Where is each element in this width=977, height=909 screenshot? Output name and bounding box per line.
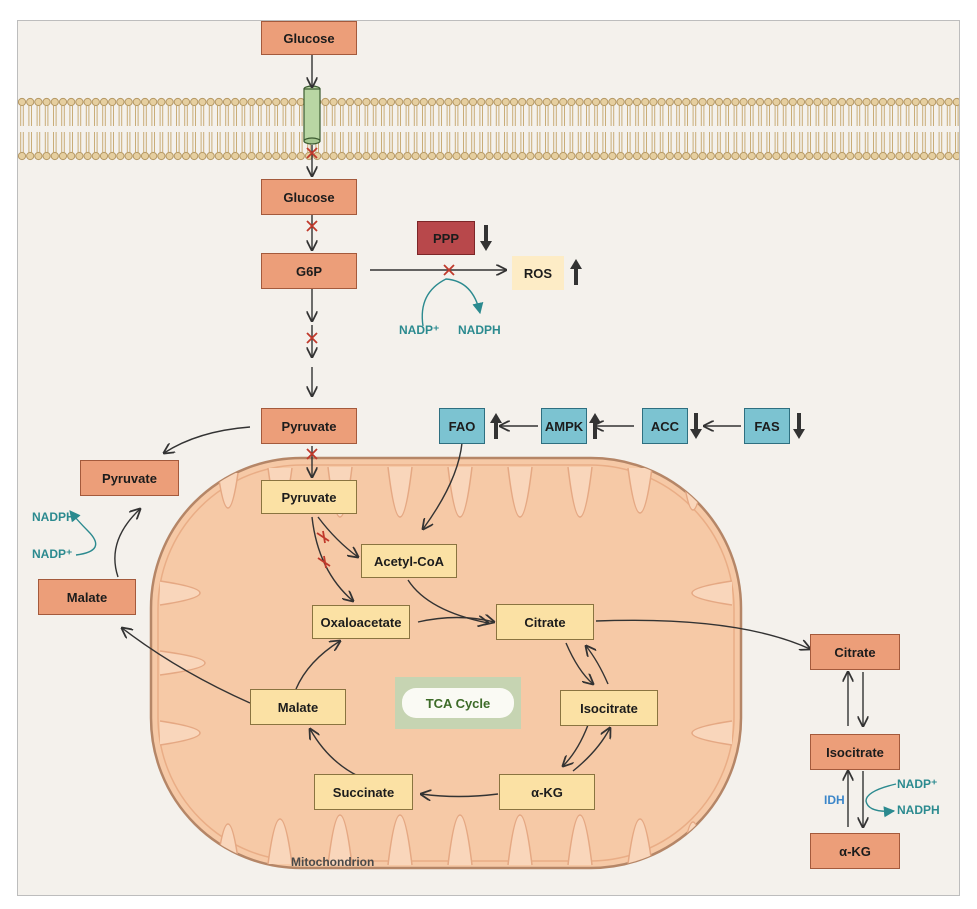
ampk: AMPK: [541, 408, 587, 444]
fas: FAS: [744, 408, 790, 444]
ppp: PPP: [417, 221, 475, 255]
citrate-mito: Citrate: [496, 604, 594, 640]
ppp-down-arrow: [480, 225, 492, 251]
oxaloacetate: Oxaloacetate: [312, 605, 410, 639]
tca-cycle-label: TCA Cycle: [395, 677, 521, 729]
pyruvate-cytosol: Pyruvate: [261, 408, 357, 444]
g6p: G6P: [261, 253, 357, 289]
tca-cycle-text: TCA Cycle: [402, 688, 514, 718]
nadph-label-left: NADPH: [32, 510, 75, 524]
acc-down-arrow: [690, 413, 702, 439]
citrate-cytosol: Citrate: [810, 634, 900, 670]
nadph-label-ppp: NADPH: [458, 323, 501, 337]
nadp-label-left: NADP⁺: [32, 547, 73, 561]
isocitrate-cytosol: Isocitrate: [810, 734, 900, 770]
phospholipid-bilayer: [18, 97, 959, 161]
ros: ROS: [512, 256, 564, 290]
fas-down-arrow: [793, 413, 805, 439]
akg-cytosol: α-KG: [810, 833, 900, 869]
nadp-label-ppp: NADP⁺: [399, 323, 440, 337]
glucose-extracellular: Glucose: [261, 21, 357, 55]
mitochondrion: [149, 456, 743, 870]
pyruvate-cytosol-left: Pyruvate: [80, 460, 179, 496]
malate-mito: Malate: [250, 689, 346, 725]
pyruvate-mito: Pyruvate: [261, 480, 357, 514]
malate-cytosol: Malate: [38, 579, 136, 615]
fao-up-arrow: [490, 413, 502, 439]
ampk-up-arrow: [589, 413, 601, 439]
nadp-label-right: NADP⁺: [897, 777, 938, 791]
glucose-transporter: [303, 85, 321, 145]
isocitrate-mito: Isocitrate: [560, 690, 658, 726]
ros-up-arrow: [570, 259, 582, 285]
nadph-label-right: NADPH: [897, 803, 940, 817]
succinate: Succinate: [314, 774, 413, 810]
akg-mito: α-KG: [499, 774, 595, 810]
pathway-arrows: [69, 55, 897, 870]
acc: ACC: [642, 408, 688, 444]
mitochondrion-label: Mitochondrion: [291, 855, 375, 869]
fao: FAO: [439, 408, 485, 444]
inhibition-crosses: [306, 147, 455, 569]
glucose-intracellular: Glucose: [261, 179, 357, 215]
diagram-frame: Glucose Glucose G6P PPP ROS Pyruvate Pyr…: [17, 20, 960, 896]
cell-membrane: [18, 97, 959, 161]
idh-label: IDH: [824, 793, 845, 807]
acetyl-coa: Acetyl-CoA: [361, 544, 457, 578]
